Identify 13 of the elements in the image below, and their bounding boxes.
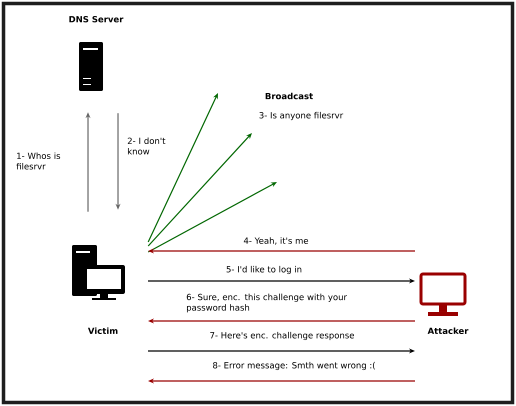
- node-heading: Victim: [88, 327, 118, 334]
- edge-label: 1- Whos is filesrvr: [16, 152, 60, 170]
- edge-label: 4- Yeah, it's me: [244, 237, 308, 245]
- edge-label: 2- I don't know: [128, 137, 166, 155]
- edge-label: 8- Error message: Smth went wrong :(: [213, 362, 375, 370]
- edge-label: 5- I'd like to log in: [226, 266, 302, 274]
- node-heading: Attacker: [428, 327, 468, 334]
- note-text: 3- Is anyone filesrvr: [259, 112, 344, 120]
- heading-text: Broadcast: [266, 92, 313, 100]
- edge-label: 6- Sure, enc. this challenge with your password hash: [186, 294, 348, 312]
- arrow: [148, 133, 252, 246]
- edge-label: 7- Here's enc. challenge response: [210, 332, 354, 340]
- node-heading: DNS Server: [69, 16, 124, 22]
